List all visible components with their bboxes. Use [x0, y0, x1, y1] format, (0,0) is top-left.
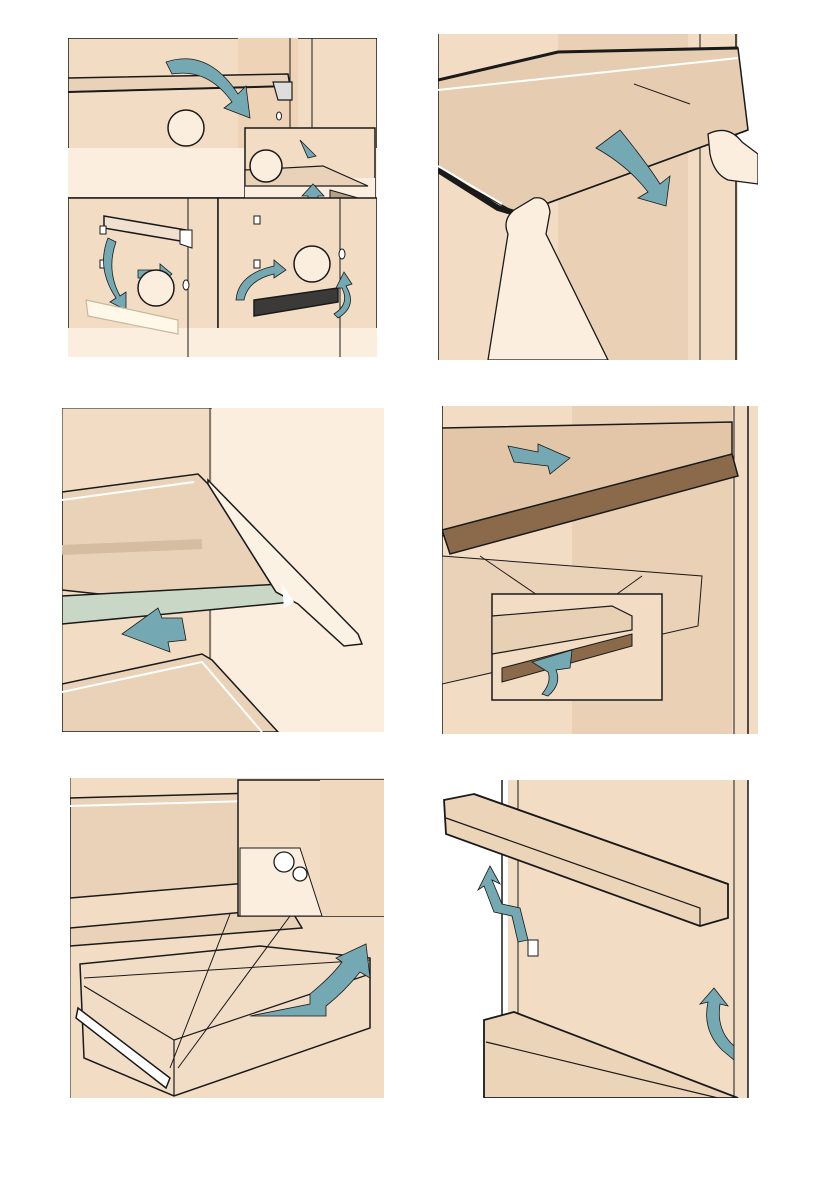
figure-4-drawing [442, 406, 758, 734]
figure-6-drawing [438, 780, 756, 1098]
figure-glass-shelf-removal [438, 34, 758, 360]
figure-3-drawing [62, 408, 384, 732]
figure-shelf-clip-detail [442, 406, 758, 734]
figure-drawer-removal [70, 778, 384, 1098]
figure-2-drawing [438, 34, 758, 360]
callout-circle-icon [168, 110, 204, 146]
figure-5-drawing [70, 778, 384, 1098]
figure-shelf-bracket-removal [68, 38, 377, 357]
figure-door-rack-removal [438, 780, 756, 1098]
figure-1-drawing [68, 38, 377, 357]
detail-inset-icon [492, 594, 662, 700]
figure-shelf-insertion [62, 408, 384, 732]
detail-inset-icon [238, 780, 384, 916]
